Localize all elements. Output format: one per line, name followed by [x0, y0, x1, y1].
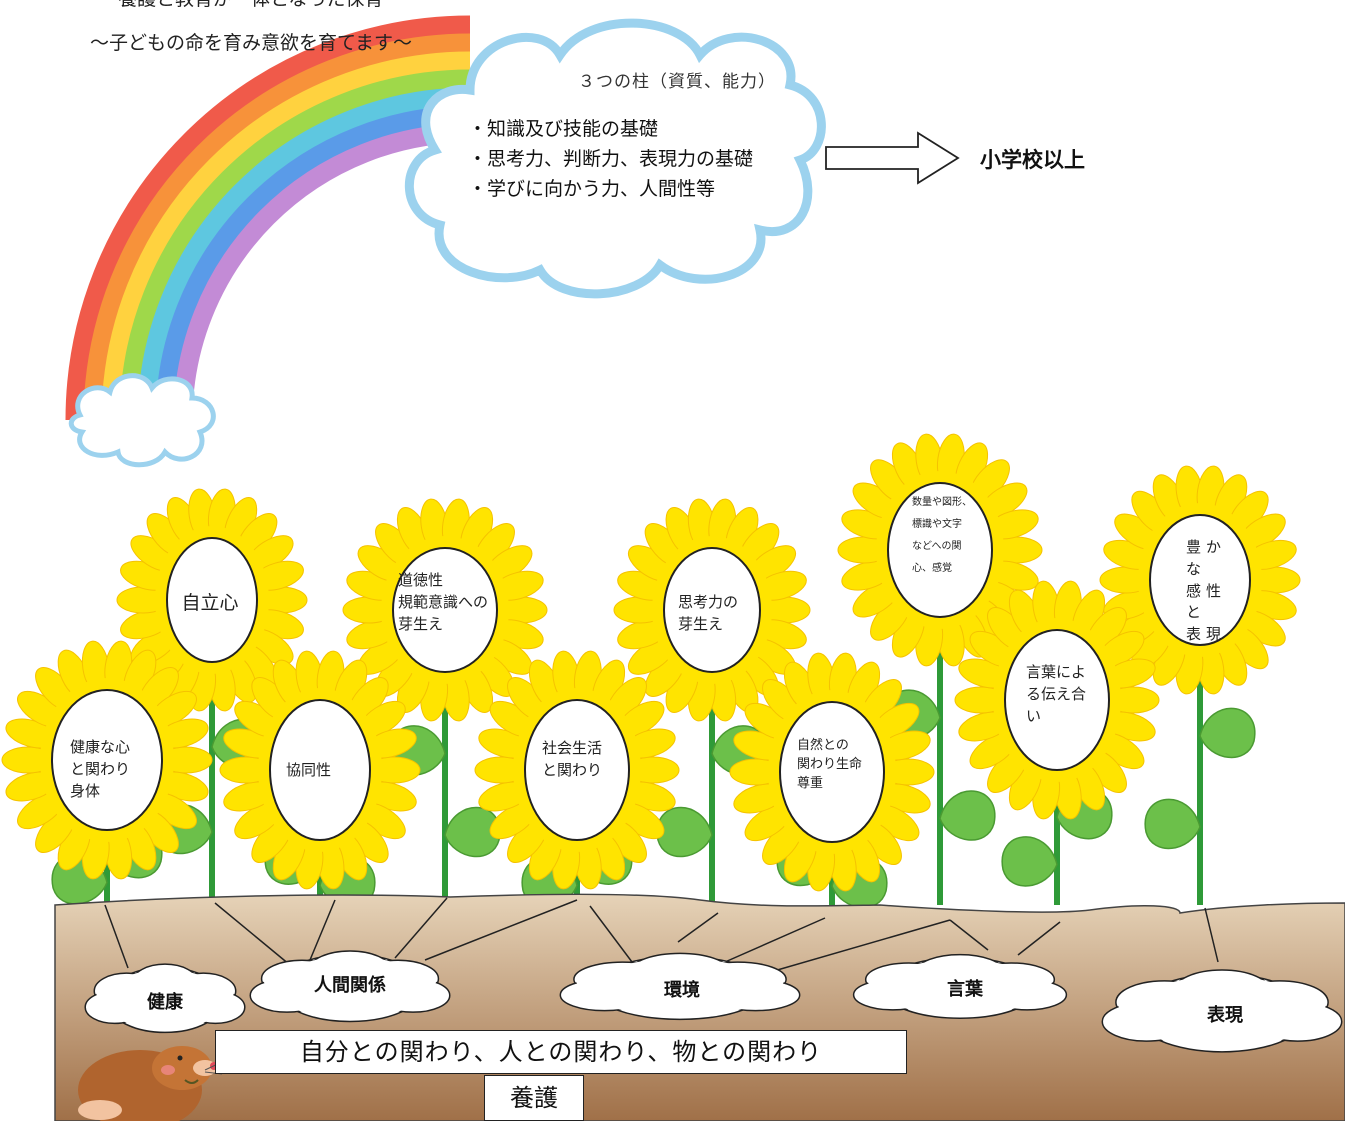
domain-cloud-environment	[559, 952, 801, 1021]
pillar-item-attitude: ・学びに向かう力、人間性等	[468, 178, 716, 200]
connector-line	[589, 905, 633, 963]
sunflower-leaf	[656, 806, 713, 858]
sunflower-leaf	[939, 790, 996, 841]
sunflower-9	[954, 580, 1160, 905]
flower-label-cooperation: 協同性	[286, 761, 332, 779]
pillars-title: ３つの柱（資質、能力）	[578, 72, 776, 92]
sunflower-face	[524, 699, 630, 841]
domain-label-environment: 環境	[664, 980, 700, 1001]
domain-cloud-health	[84, 963, 246, 1034]
sunflower-7	[729, 652, 935, 909]
mole-illustration	[78, 1046, 223, 1121]
pillar-item-knowledge: ・知識及び技能の基礎	[468, 118, 659, 140]
sunflower-10	[1099, 465, 1301, 905]
connector-line	[759, 919, 951, 976]
rainbow-band-5	[137, 87, 471, 421]
sunflower-2	[116, 488, 308, 905]
connector-line	[104, 904, 129, 969]
goal-arrow	[825, 131, 960, 185]
flower-label-language: 言葉によ る伝え合 い	[1026, 663, 1087, 725]
flower-label-independence: 自立心	[181, 592, 239, 614]
connector-line	[309, 899, 336, 961]
connector-line	[677, 912, 719, 943]
sunflower-leaf	[1199, 707, 1256, 758]
flower-label-numbers: 数量や図形、 標識や文字 などへの関 心、感覚	[912, 497, 972, 574]
sunflower-leaf	[1144, 798, 1201, 849]
sunflower-face	[779, 701, 885, 843]
rainbow-band-7	[173, 123, 471, 421]
sunflower-face	[1004, 629, 1110, 771]
sunflower-leaf	[1001, 836, 1058, 887]
relations-box: 自分との関わり、人との関わり、物との関わり	[215, 1030, 907, 1074]
sunflower-face	[166, 537, 258, 663]
sunflower-5	[474, 650, 680, 908]
sunflower-face	[392, 547, 498, 673]
pillar-item-thinking: ・思考力、判断力、表現力の基礎	[468, 148, 754, 170]
sunflower-face	[269, 699, 371, 841]
goal-label: 小学校以上	[980, 148, 1085, 172]
flower-label-morality: 道徳性 規範意識への 芽生え	[398, 571, 489, 633]
sunflower-6	[613, 498, 811, 905]
domain-cloud-relationships	[249, 950, 451, 1023]
domain-cloud-words	[852, 953, 1068, 1019]
domain-cloud-expression	[1101, 969, 1343, 1053]
domain-clouds	[84, 950, 1343, 1053]
sunflower-face	[51, 689, 163, 831]
domain-connectors	[104, 897, 1219, 976]
rainbow-band-6	[155, 105, 471, 421]
sunflower-3	[219, 650, 421, 908]
care-box: 養護	[484, 1075, 584, 1121]
rainbow-band-2	[83, 33, 471, 421]
flower-label-social-life: 社会生活 と関わり	[542, 739, 603, 779]
flower-label-expression: 豊かな 感性と 表現	[1186, 538, 1227, 643]
connector-line	[394, 897, 448, 959]
sunflower-face	[663, 547, 761, 673]
rainbow-foot-cloud	[68, 373, 216, 468]
connector-line	[1017, 921, 1061, 956]
sunflower-1	[1, 640, 213, 905]
flower-label-nature: 自然との 関わり生命 尊重	[797, 738, 863, 791]
domain-label-health: 健康	[147, 992, 183, 1013]
sunflower-leaf	[444, 806, 501, 858]
sunflower-face	[1149, 514, 1251, 646]
rainbow-band-4	[119, 69, 471, 421]
flower-label-health: 健康な心 と関わり 身体	[70, 738, 131, 800]
header-line-2: 〜子どもの命を育み意欲を育てます〜	[90, 32, 413, 54]
domain-label-words: 言葉	[947, 979, 983, 1000]
header-line-1: 養護と教育が一体となった保育	[118, 0, 383, 14]
rainbow-band-1	[65, 15, 471, 421]
connector-line	[214, 902, 291, 966]
sunflower-face	[887, 482, 993, 618]
sunflower-field	[1, 433, 1301, 909]
connector-line	[1204, 907, 1219, 963]
connector-line	[949, 919, 989, 951]
sunflower-4	[342, 498, 548, 905]
pillars-cloud	[404, 18, 826, 299]
rainbow-band-3	[101, 51, 471, 421]
connector-line	[424, 899, 578, 961]
connector-line	[724, 917, 826, 963]
rainbow	[65, 15, 471, 421]
domain-label-expression: 表現	[1207, 1005, 1243, 1026]
flower-label-thinking: 思考力の 芽生え	[678, 593, 739, 633]
domain-label-relationships: 人間関係	[314, 975, 386, 996]
